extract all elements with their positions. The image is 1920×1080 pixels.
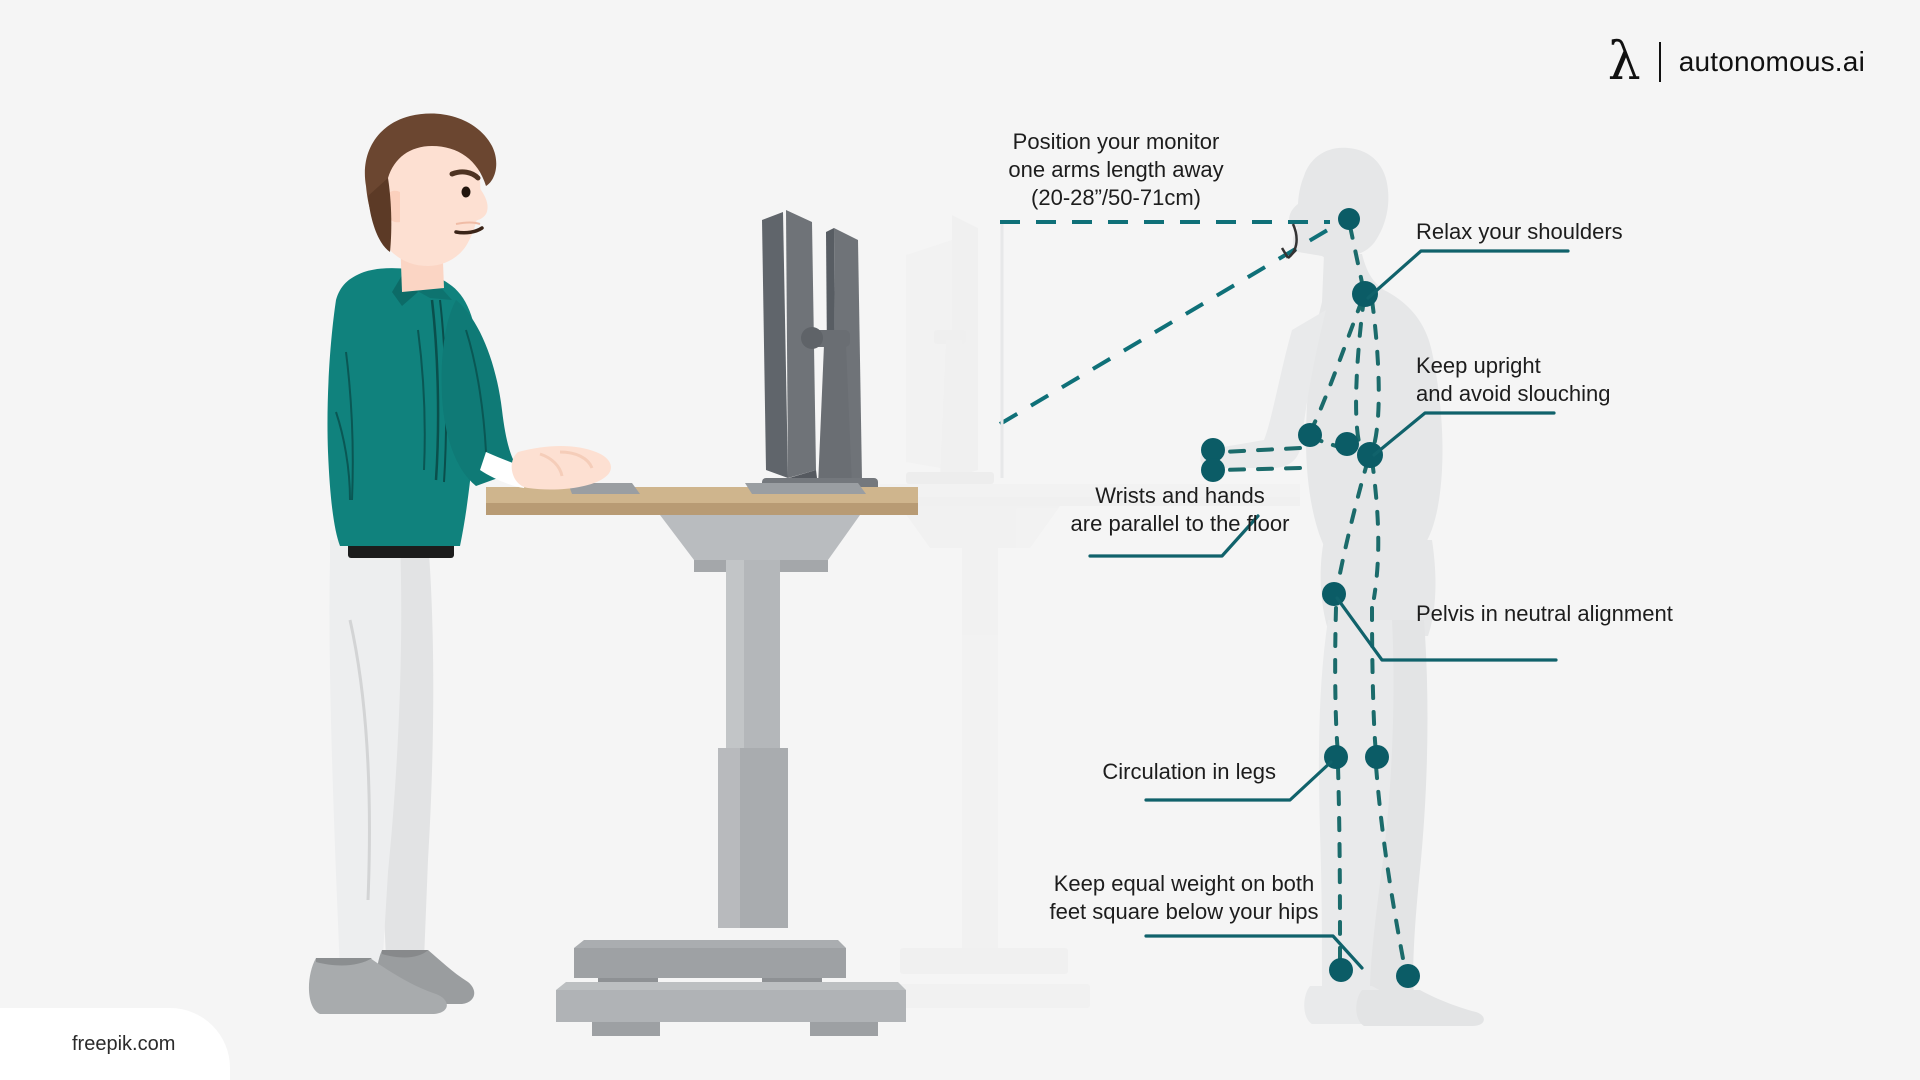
joint-knee-back: [1365, 745, 1389, 769]
joint-elbow: [1298, 423, 1322, 447]
brand-divider-icon: [1658, 42, 1661, 82]
callout-monitor-distance: Position your monitor one arms length aw…: [1000, 128, 1232, 212]
guide-diagonal: [998, 223, 1338, 426]
freepik-watermark-text: freepik.com: [72, 1032, 176, 1055]
callout-pelvis-neutral: Pelvis in neutral alignment: [1416, 600, 1746, 628]
leader-keep-upright: [1372, 411, 1556, 457]
joint-head: [1338, 208, 1360, 230]
standing-desk: [486, 210, 918, 1036]
monitor-distance-guides: [998, 220, 1338, 426]
joint-wrist-upper: [1201, 438, 1225, 462]
freepik-watermark: freepik.com: [0, 1008, 230, 1080]
callout-leader-lines: [1088, 249, 1570, 970]
ghost-workstation: [880, 215, 1300, 1008]
callout-monitor-distance-text: Position your monitor one arms length aw…: [1008, 129, 1224, 210]
joint-wrist-lower: [1201, 458, 1225, 482]
joint-ankle-front: [1329, 958, 1353, 982]
posture-silhouette: [1200, 147, 1484, 1026]
callout-pelvis-neutral-text: Pelvis in neutral alignment: [1416, 601, 1673, 626]
callout-wrists-parallel: Wrists and hands are parallel to the flo…: [1040, 482, 1320, 538]
joint-ankle-back: [1396, 964, 1420, 988]
angle-arrow-icon: [1280, 247, 1297, 259]
leader-pelvis: [1335, 596, 1558, 662]
leader-wrists: [1088, 514, 1260, 558]
callout-relax-shoulders-text: Relax your shoulders: [1416, 219, 1623, 244]
callout-equal-weight: Keep equal weight on both feet square be…: [1040, 870, 1328, 926]
joint-shoulder: [1352, 281, 1378, 307]
leader-circulation: [1144, 760, 1333, 802]
standing-person-illustration: [308, 113, 611, 1014]
joint-hip: [1357, 442, 1383, 468]
joint-elbow-back: [1335, 432, 1359, 456]
callout-circulation-legs: Circulation in legs: [1050, 758, 1276, 786]
brand-logo[interactable]: λ autonomous.ai: [1607, 32, 1865, 92]
brand-name: autonomous.ai: [1678, 46, 1865, 77]
callout-equal-weight-text: Keep equal weight on both feet square be…: [1049, 871, 1319, 924]
leader-equal-weight: [1144, 934, 1364, 970]
callout-wrists-parallel-text: Wrists and hands are parallel to the flo…: [1070, 483, 1290, 536]
callout-relax-shoulders: Relax your shoulders: [1416, 218, 1716, 246]
joint-pelvis: [1322, 582, 1346, 606]
callout-keep-upright: Keep upright and avoid slouching: [1416, 352, 1716, 408]
callout-circulation-legs-text: Circulation in legs: [1102, 759, 1276, 784]
lambda-icon: λ: [1607, 32, 1641, 92]
leader-relax-shoulders: [1366, 249, 1570, 300]
callout-keep-upright-text: Keep upright and avoid slouching: [1416, 353, 1611, 406]
